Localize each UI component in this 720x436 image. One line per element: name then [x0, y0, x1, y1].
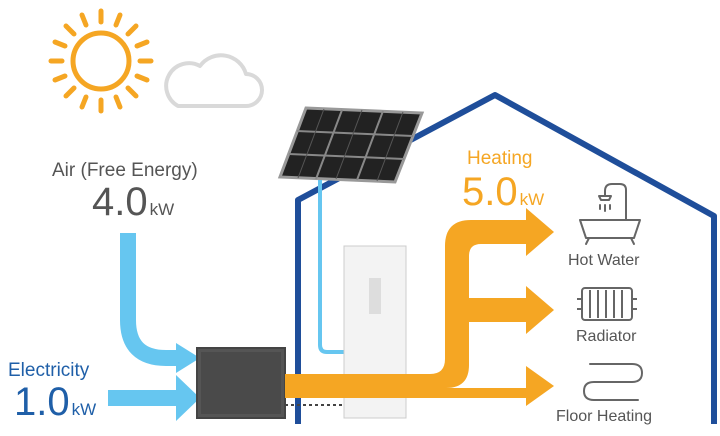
heating-output-label: Heating: [467, 148, 533, 169]
hot-water-label: Hot Water: [568, 252, 640, 269]
electricity-input-label: Electricity: [8, 360, 90, 381]
air-input-label: Air (Free Energy): [52, 160, 198, 181]
electricity-inflow-arrow: [108, 375, 200, 421]
air-value-number: 4.0: [92, 180, 148, 224]
heating-flow-arrows: [285, 208, 554, 406]
solar-panel-icon: [277, 106, 425, 184]
radiator-label: Radiator: [576, 328, 637, 345]
air-value-unit: kW: [149, 200, 175, 219]
solar-connection-line: [318, 180, 348, 354]
floor-heating-label: Floor Heating: [556, 408, 653, 425]
heating-value-number: 5.0: [462, 170, 518, 214]
outdoor-unit: [196, 347, 286, 419]
floor-heating-icon: [582, 363, 644, 401]
cloud-icon: [164, 53, 264, 108]
heating-value-unit: kW: [519, 190, 545, 209]
sun-icon: [48, 8, 154, 114]
electricity-value-unit: kW: [71, 400, 97, 419]
air-inflow-arrow: [120, 233, 200, 373]
radiator-icon: [577, 287, 637, 321]
house-outline: [295, 92, 717, 424]
electricity-value-number: 1.0: [14, 380, 70, 424]
bathtub-icon: [579, 183, 641, 245]
